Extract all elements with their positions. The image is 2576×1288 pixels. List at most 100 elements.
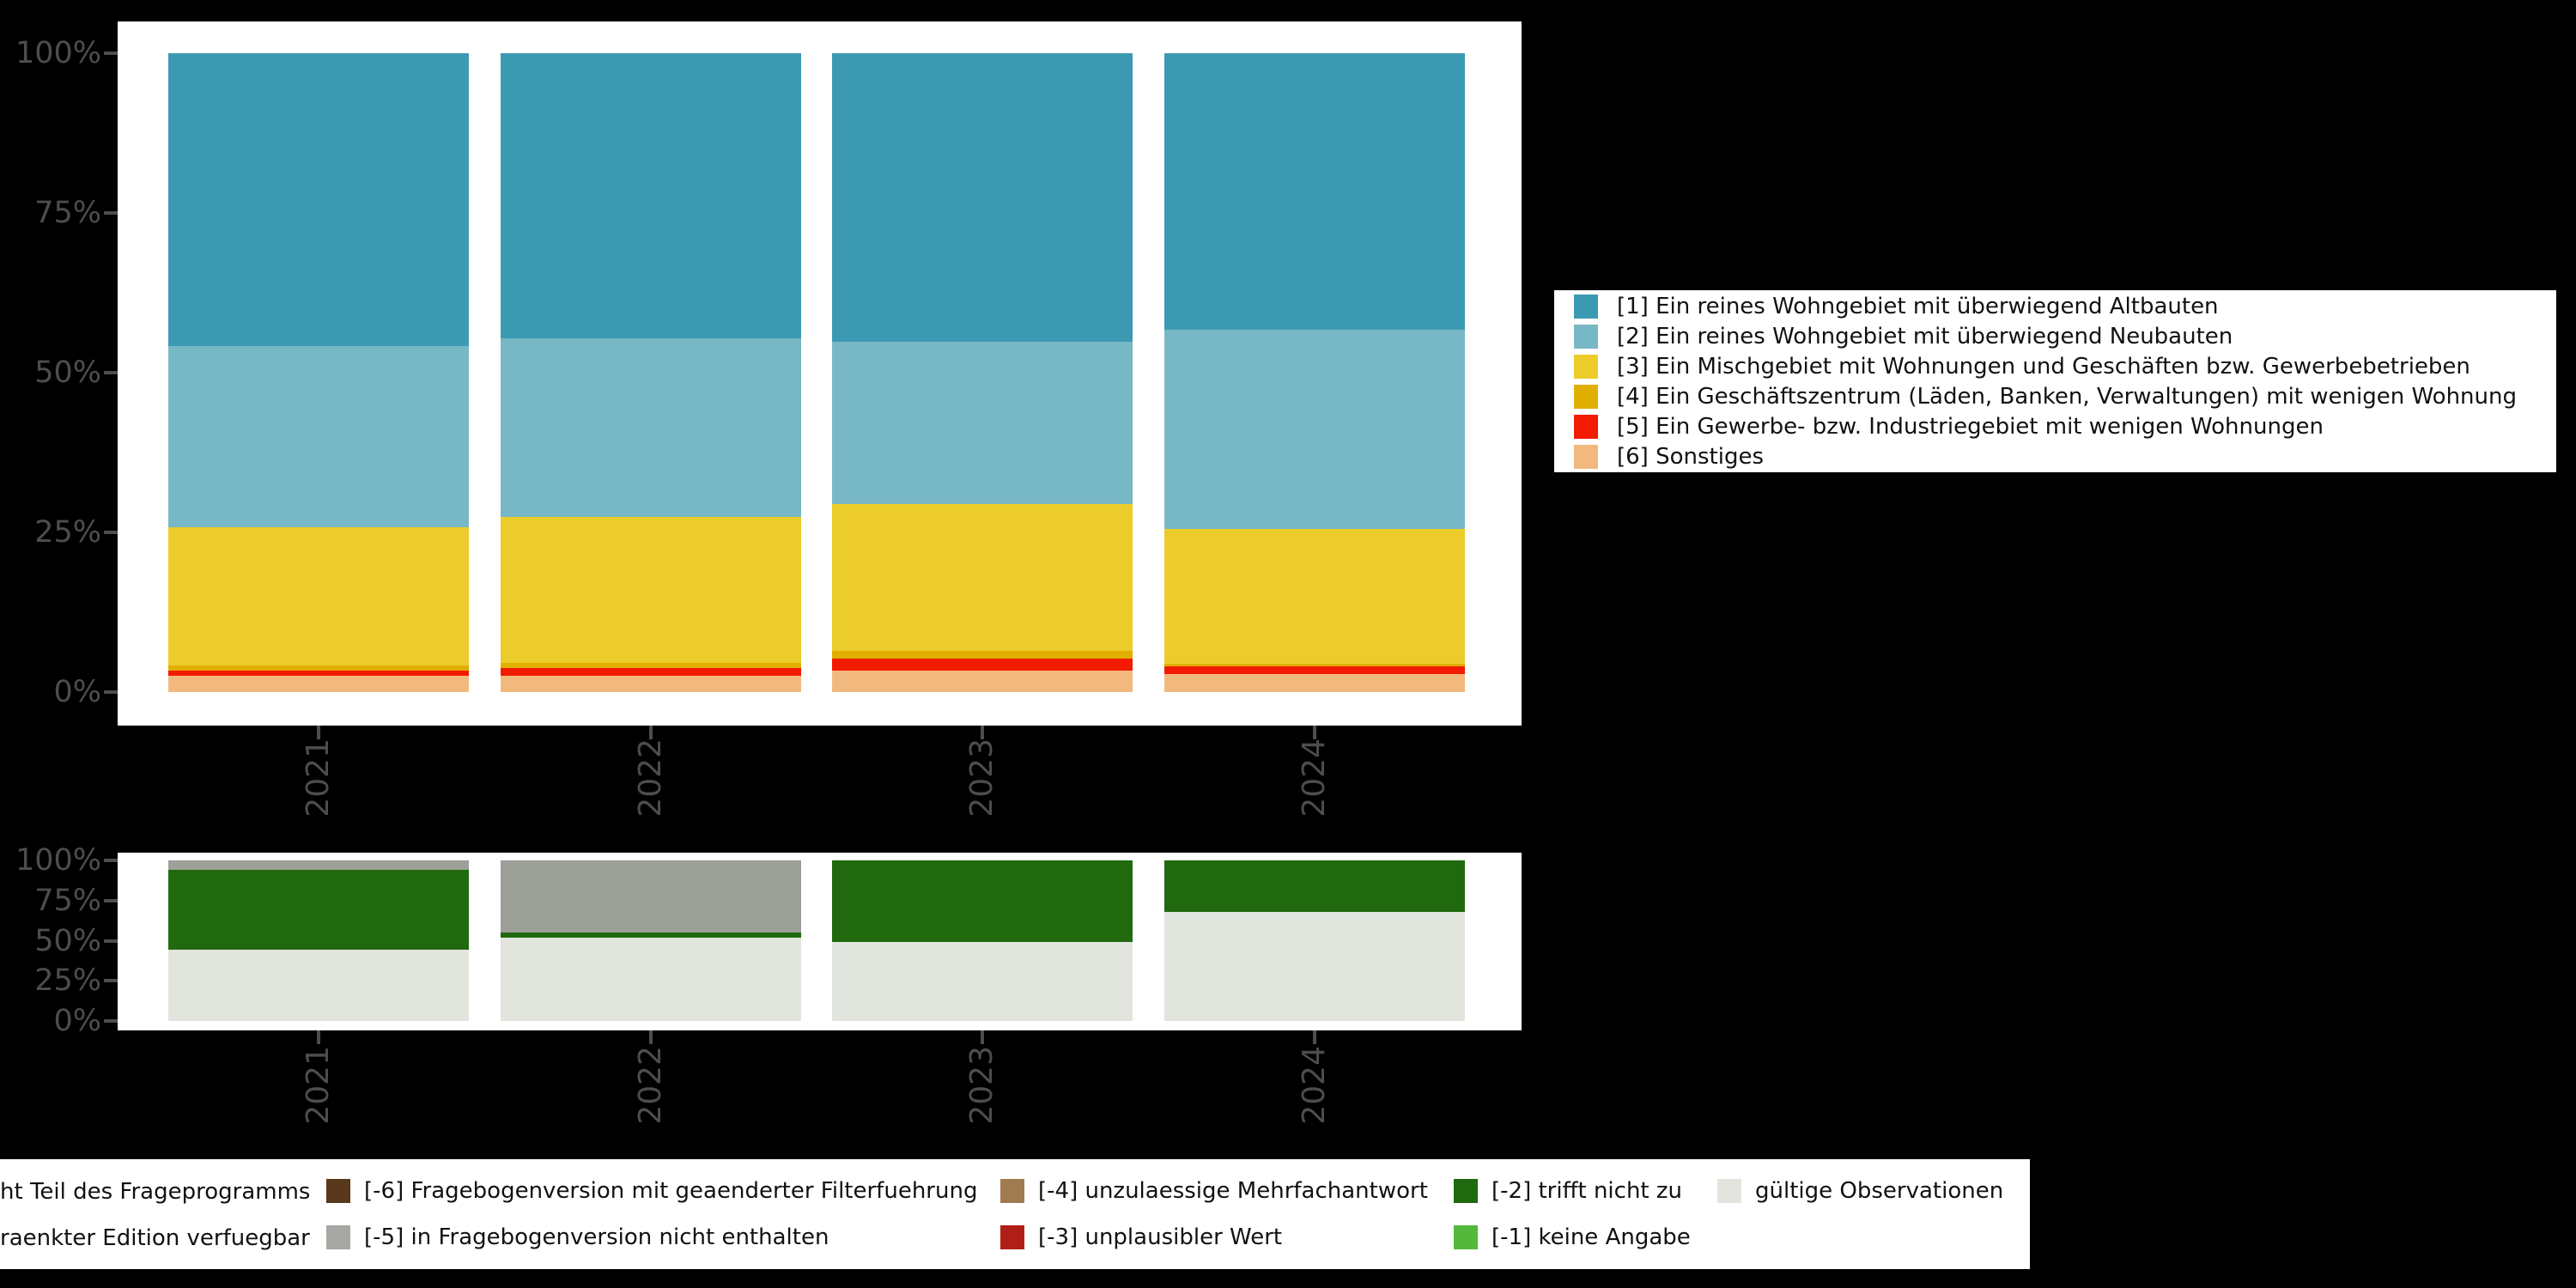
- stacked-bar-2024: [1164, 53, 1465, 692]
- legend-entry: [-6] Fragebogenversion mit geaenderter F…: [326, 1178, 977, 1204]
- top-chart-legend: [1] Ein reines Wohngebiet mit überwiegen…: [1554, 290, 2556, 472]
- stacked-bar-2024: [1164, 860, 1465, 1021]
- bar-segment: [168, 870, 469, 950]
- stacked-bar-2023: [832, 53, 1133, 692]
- legend-entry: [-2] trifft nicht zu: [1454, 1178, 1682, 1204]
- legend-label: [5] Ein Gewerbe- bzw. Industriegebiet mi…: [1617, 413, 2324, 440]
- y-axis-tick: [104, 939, 118, 943]
- legend-swatch: [1574, 294, 1598, 319]
- bar-segment: [501, 932, 801, 938]
- legend-swatch: [1574, 324, 1598, 349]
- legend-swatch: [1000, 1225, 1024, 1249]
- bar-segment: [832, 342, 1133, 504]
- bar-segment: [168, 671, 469, 677]
- y-axis-tick: [104, 52, 118, 55]
- bar-segment: [501, 937, 801, 1021]
- legend-entry: [1] Ein reines Wohngebiet mit überwiegen…: [1574, 291, 2556, 321]
- legend-entry: [4] Ein Geschäftszentrum (Läden, Banken,…: [1574, 381, 2556, 411]
- x-axis-tick: [981, 726, 984, 739]
- legend-swatch: [1717, 1179, 1741, 1203]
- legend-swatch: [326, 1179, 350, 1203]
- legend-entry: [2] Ein reines Wohngebiet mit überwiegen…: [1574, 321, 2556, 351]
- legend-entry: [3] Ein Mischgebiet mit Wohnungen und Ge…: [1574, 351, 2556, 381]
- x-axis-tick: [1313, 726, 1316, 739]
- bar-segment: [501, 676, 801, 692]
- x-axis-label-2024: 2024: [1297, 1046, 1332, 1125]
- legend-entry: [6] Sonstiges: [1574, 441, 2556, 471]
- bar-segment: [501, 662, 801, 668]
- legend-entry: [-1] keine Angabe: [1454, 1224, 1691, 1250]
- legend-swatch: [1000, 1179, 1024, 1203]
- y-axis-label: 25%: [34, 963, 101, 998]
- stacked-bar-2021: [168, 53, 469, 692]
- x-axis-label-2023: 2023: [964, 738, 999, 817]
- legend-label: [-6] Fragebogenversion mit geaenderter F…: [364, 1178, 978, 1204]
- bar-segment: [501, 53, 801, 338]
- y-axis-label: 75%: [34, 884, 101, 918]
- legend-swatch: [1574, 384, 1598, 409]
- x-axis-tick: [981, 1030, 984, 1044]
- legend-entry: [5] Ein Gewerbe- bzw. Industriegebiet mi…: [1574, 411, 2556, 441]
- x-axis-label-2023: 2023: [964, 1046, 999, 1125]
- y-axis-tick: [104, 531, 118, 534]
- bar-segment: [1164, 53, 1465, 331]
- x-axis-label-2022: 2022: [633, 1046, 668, 1125]
- legend-entry: [-5] in Fragebogenversion nicht enthalte…: [326, 1224, 829, 1250]
- legend-label: [-5] in Fragebogenversion nicht enthalte…: [364, 1224, 829, 1250]
- y-axis-label: 0%: [53, 675, 101, 709]
- y-axis-label: 50%: [34, 355, 101, 390]
- x-axis-tick: [317, 1030, 320, 1044]
- legend-label: [3] Ein Mischgebiet mit Wohnungen und Ge…: [1617, 353, 2470, 380]
- stacked-bar-2022: [501, 53, 801, 692]
- y-axis-label: 50%: [34, 924, 101, 958]
- bar-segment: [501, 667, 801, 677]
- y-axis-tick: [104, 1019, 118, 1023]
- legend-label: [-4] unzulaessige Mehrfachantwort: [1038, 1178, 1428, 1204]
- legend-label: [-2] trifft nicht zu: [1492, 1178, 1683, 1204]
- y-axis-tick: [104, 899, 118, 902]
- bar-segment: [501, 517, 801, 663]
- legend-entry: [-3] unplausibler Wert: [1000, 1224, 1282, 1250]
- missing-values-legend: ht Teil des Frageprogramms [-6] Frageboge…: [0, 1159, 2030, 1269]
- bar-segment: [168, 53, 469, 347]
- legend-label-clipped: ht Teil des Frageprogramms: [0, 1179, 311, 1205]
- legend-swatch: [1454, 1225, 1478, 1249]
- legend-label: [1] Ein reines Wohngebiet mit überwiegen…: [1617, 293, 2219, 319]
- bar-segment: [1164, 528, 1465, 665]
- bar-segment: [1164, 912, 1465, 1021]
- bar-segment: [832, 650, 1133, 659]
- bar-segment: [1164, 664, 1465, 667]
- legend-label: [6] Sonstiges: [1617, 443, 1764, 470]
- bar-segment: [832, 503, 1133, 651]
- bar-segment: [832, 659, 1133, 671]
- bar-segment: [168, 665, 469, 671]
- bar-segment: [501, 337, 801, 518]
- legend-entry: gültige Observationen: [1717, 1178, 2003, 1204]
- stacked-bar-2022: [501, 860, 801, 1021]
- bar-segment: [168, 949, 469, 1021]
- bar-segment: [832, 941, 1133, 1021]
- y-axis-label: 100%: [15, 36, 101, 70]
- bar-segment: [1164, 666, 1465, 675]
- x-axis-label-2022: 2022: [633, 738, 668, 817]
- legend-label: [-1] keine Angabe: [1492, 1224, 1691, 1250]
- stacked-bar-2023: [832, 860, 1133, 1021]
- legend-label: [2] Ein reines Wohngebiet mit überwiegen…: [1617, 323, 2233, 349]
- y-axis-tick: [104, 211, 118, 215]
- bar-segment: [832, 671, 1133, 692]
- y-axis-label: 75%: [34, 196, 101, 230]
- x-axis-label-2021: 2021: [301, 1046, 336, 1125]
- bar-segment: [501, 860, 801, 933]
- legend-label: gültige Observationen: [1755, 1178, 2004, 1204]
- x-axis-tick: [649, 726, 653, 739]
- y-axis-label: 100%: [15, 843, 101, 878]
- legend-swatch: [326, 1225, 350, 1249]
- legend-swatch: [1574, 354, 1598, 379]
- bar-segment: [1164, 674, 1465, 692]
- bar-segment: [168, 527, 469, 666]
- y-axis-label: 25%: [34, 515, 101, 550]
- legend-entry: [-4] unzulaessige Mehrfachantwort: [1000, 1178, 1428, 1204]
- bar-segment: [832, 860, 1133, 942]
- legend-swatch: [1454, 1179, 1478, 1203]
- y-axis-tick: [104, 859, 118, 862]
